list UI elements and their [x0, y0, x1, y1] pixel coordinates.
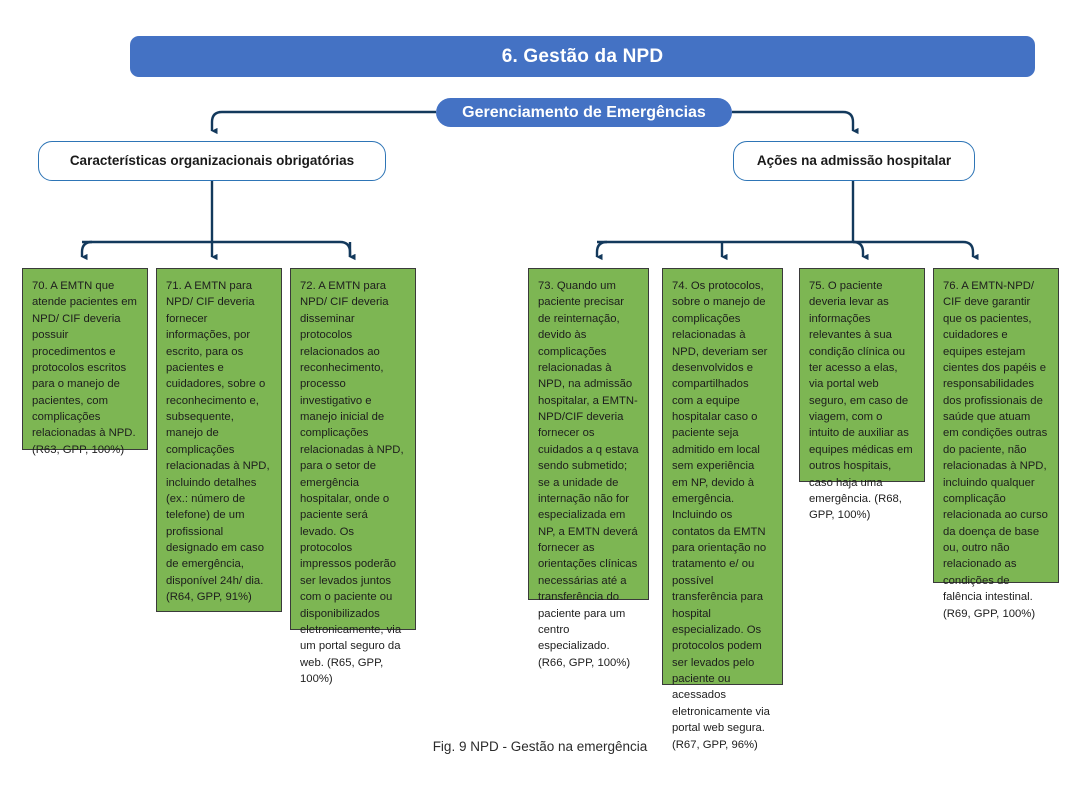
recommendation-box-72[interactable]: 72. A EMTN para NPD/ CIF deveria dissemi…	[290, 268, 416, 685]
recommendation-text: 71. A EMTN para NPD/ CIF deveria fornece…	[166, 280, 270, 604]
recommendation-box-70[interactable]: 70. A EMTN que atende pacientes em NPD/ …	[22, 268, 148, 456]
category-label: Ações na admissão hospitalar	[756, 152, 952, 168]
recommendation-text: 74. Os protocolos, sobre o manejo de com…	[672, 280, 770, 751]
recommendation-text: 72. A EMTN para NPD/ CIF deveria dissemi…	[300, 280, 404, 685]
page-title: 6. Gestão da NPD	[501, 46, 664, 67]
connector-left-branch	[80, 181, 356, 261]
recommendation-box-75[interactable]: 75. O paciente deveria levar as informaç…	[799, 268, 925, 521]
recommendation-box-73[interactable]: 73. Quando um paciente precisar de reint…	[528, 268, 649, 669]
category-label: Características organizacionais obrigató…	[69, 152, 355, 168]
recommendation-box-71[interactable]: 71. A EMTN para NPD/ CIF deveria fornece…	[156, 268, 282, 612]
recommendation-text: 75. O paciente deveria levar as informaç…	[809, 280, 913, 522]
root-node[interactable]: Gerenciamento de Emergências	[436, 98, 732, 127]
recommendation-text: 70. A EMTN que atende pacientes em NPD/ …	[32, 280, 137, 456]
connector-right-branch	[595, 181, 979, 261]
recommendation-text: 73. Quando um paciente precisar de reint…	[538, 280, 639, 669]
recommendation-box-76[interactable]: 76. A EMTN-NPD/ CIF deve garantir que os…	[933, 268, 1059, 620]
category-box-hospital-admission[interactable]: Ações na admissão hospitalar	[733, 141, 975, 181]
recommendation-text: 76. A EMTN-NPD/ CIF deve garantir que os…	[943, 280, 1048, 620]
root-node-label: Gerenciamento de Emergências	[462, 103, 706, 121]
recommendation-box-74[interactable]: 74. Os protocolos, sobre o manejo de com…	[662, 268, 783, 751]
header-banner: 6. Gestão da NPD	[130, 36, 1035, 77]
category-box-organizational[interactable]: Características organizacionais obrigató…	[38, 141, 386, 181]
figure-caption: Fig. 9 NPD - Gestão na emergência	[432, 739, 648, 754]
